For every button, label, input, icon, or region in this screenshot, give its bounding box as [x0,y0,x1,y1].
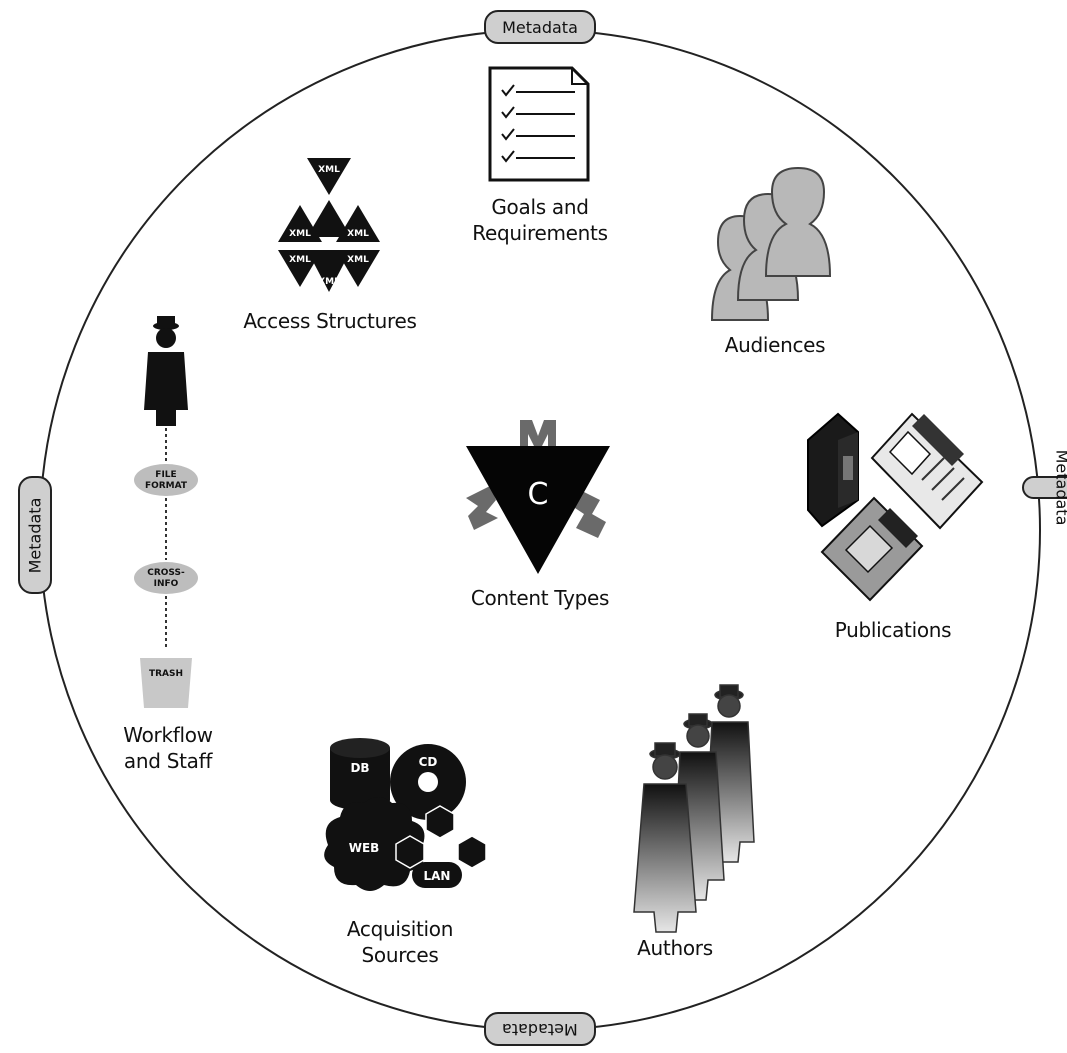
goals-label-line1: Goals and [491,195,589,219]
publications-label: Publications [834,618,952,642]
workflow-label-line1: Workflow [123,723,213,747]
acquisition-sources-label: Acquisition Sources [320,916,480,968]
workflow-label-line2: and Staff [123,749,213,773]
acquisition-label-line2: Sources [361,943,439,967]
xml-label-5: XML [347,255,369,265]
audiences-icon [710,166,832,321]
xml-label-3: XML [347,229,369,239]
audiences-label: Audiences [724,333,826,357]
metadata-tab-bottom-text: Metadata [502,1019,578,1039]
metadata-tab-top: Metadata [484,10,596,44]
metadata-tab-bottom: Metadata [484,1012,596,1046]
cd-label: CD [419,755,438,769]
metadata-tab-right-text: Metadata [1052,449,1067,526]
checklist-icon [488,66,590,182]
metadata-tab-left: Metadata [18,476,52,594]
xml-label-4: XML [289,255,311,265]
goals-label: Goals and Requirements [460,194,620,246]
xml-label-1: XML [318,165,340,175]
file-format-label-2: FORMAT [145,481,188,491]
workflow-icon [134,316,198,708]
xml-label-6: XML [318,277,340,287]
metadata-tab-left-text: Metadata [25,497,45,573]
goals-label-line2: Requirements [472,221,608,245]
acquisition-sources-icon [324,738,487,891]
access-structures-label: Access Structures [243,309,417,333]
cross-info-label-2: INFO [154,579,179,589]
web-label: WEB [349,841,380,855]
workflow-staff-label: Workflow and Staff [98,722,238,774]
content-types-label: Content Types [470,586,610,610]
cross-info-label-1: CROSS- [147,568,185,578]
content-type-glyph: C [528,477,549,512]
xml-triangle-labels: XML XML XML XML XML XML [289,165,369,287]
metadata-tab-top-text: Metadata [502,17,578,37]
db-label: DB [350,761,369,775]
xml-label-2: XML [289,229,311,239]
lan-label: LAN [424,869,451,883]
publications-icon [807,412,984,602]
trash-label: TRASH [149,669,183,679]
authors-label: Authors [637,936,713,960]
xml-triangles-icon [278,158,380,292]
file-format-label-1: FILE [155,470,176,480]
acquisition-label-line1: Acquisition [346,917,454,941]
metadata-tab-right: Metadata [1022,450,1067,525]
content-type-mark: C [466,420,610,574]
authors-icon [633,684,755,933]
